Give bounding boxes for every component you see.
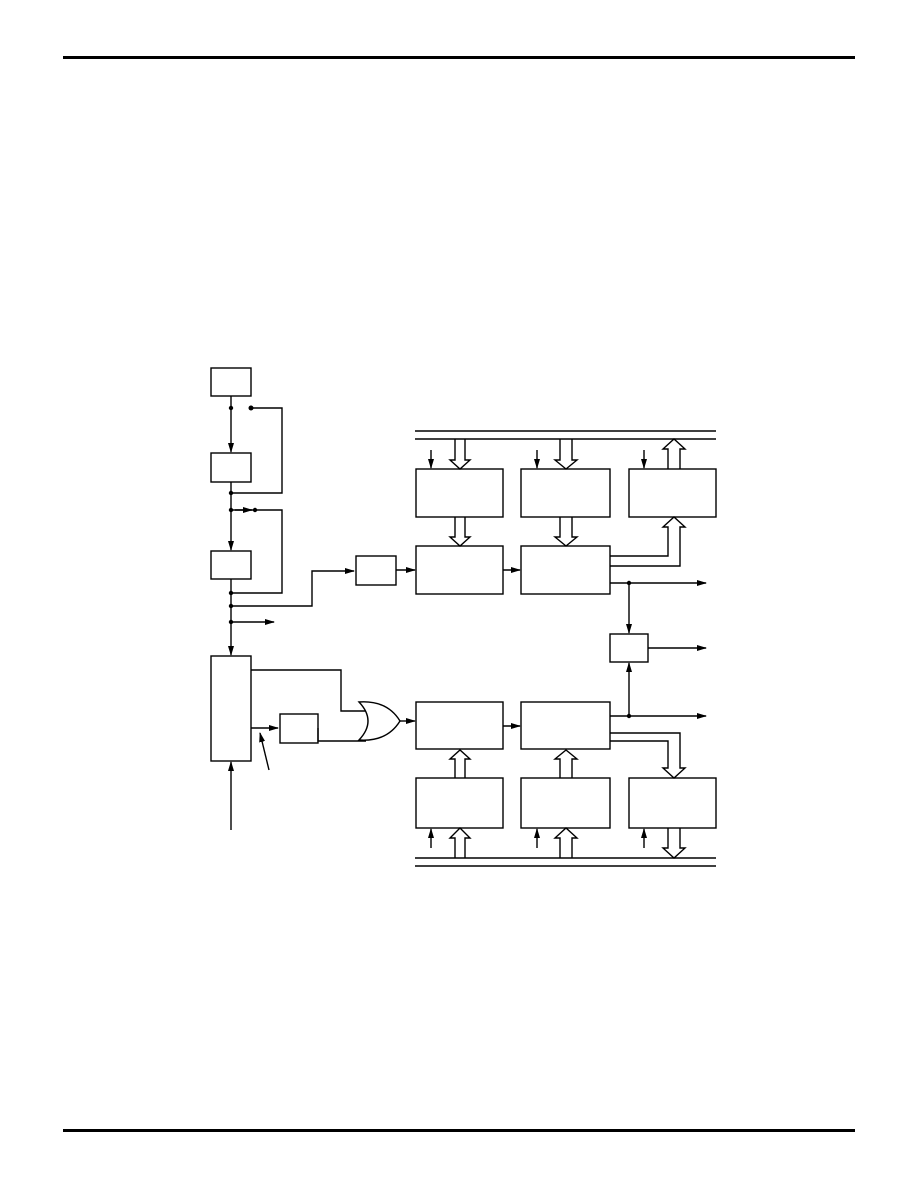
bottom-block-3: [628, 777, 717, 829]
small-block-upper: [355, 555, 397, 586]
tall-to-or-gate: [251, 669, 366, 712]
mid-block-lower-1: [415, 701, 504, 750]
bus-arrow-lower-up-2: [553, 749, 579, 778]
top-block-2: [520, 468, 611, 518]
bus-arrow-upper-down-1: [448, 517, 472, 547]
bus-arrow-bottom-2: [553, 827, 579, 858]
merge-block: [609, 633, 649, 663]
or-gate: [357, 701, 401, 741]
mid-block-lower-2: [520, 701, 611, 750]
top-block-3: [628, 468, 717, 518]
bottom-block-2: [520, 777, 611, 829]
junction-dots: [228, 405, 632, 719]
small-lower-to-or-gate: [317, 728, 366, 742]
bus-arrow-lower-down: [610, 732, 687, 779]
mid-block-upper-1: [415, 545, 504, 595]
chain-block-2: [210, 452, 252, 483]
diagonal-pointer: [259, 732, 270, 771]
small-block-lower: [279, 713, 319, 744]
bus-arrow-bottom-3: [661, 828, 687, 859]
bus-arrow-upper-down-2: [553, 517, 579, 547]
chain-block-1: [210, 367, 252, 397]
mid-block-upper-2: [520, 545, 611, 595]
tap-to-upper-small-block: [231, 568, 355, 607]
top-block-1: [415, 468, 504, 518]
bus-arrow-top-2: [553, 439, 579, 470]
feedback-loop-1: [231, 407, 283, 494]
bus-arrow-lower-up-1: [448, 749, 472, 778]
bottom-block-1: [415, 777, 504, 829]
footer-rule: [63, 1129, 855, 1132]
header-rule: [63, 56, 855, 59]
tall-control-block: [210, 655, 252, 762]
bus-arrow-upper-up: [610, 516, 687, 567]
bus-arrow-top-3: [661, 438, 687, 469]
chain-block-3: [210, 550, 252, 580]
bus-arrow-top-1: [448, 439, 472, 470]
bus-arrow-bottom-1: [448, 827, 472, 858]
